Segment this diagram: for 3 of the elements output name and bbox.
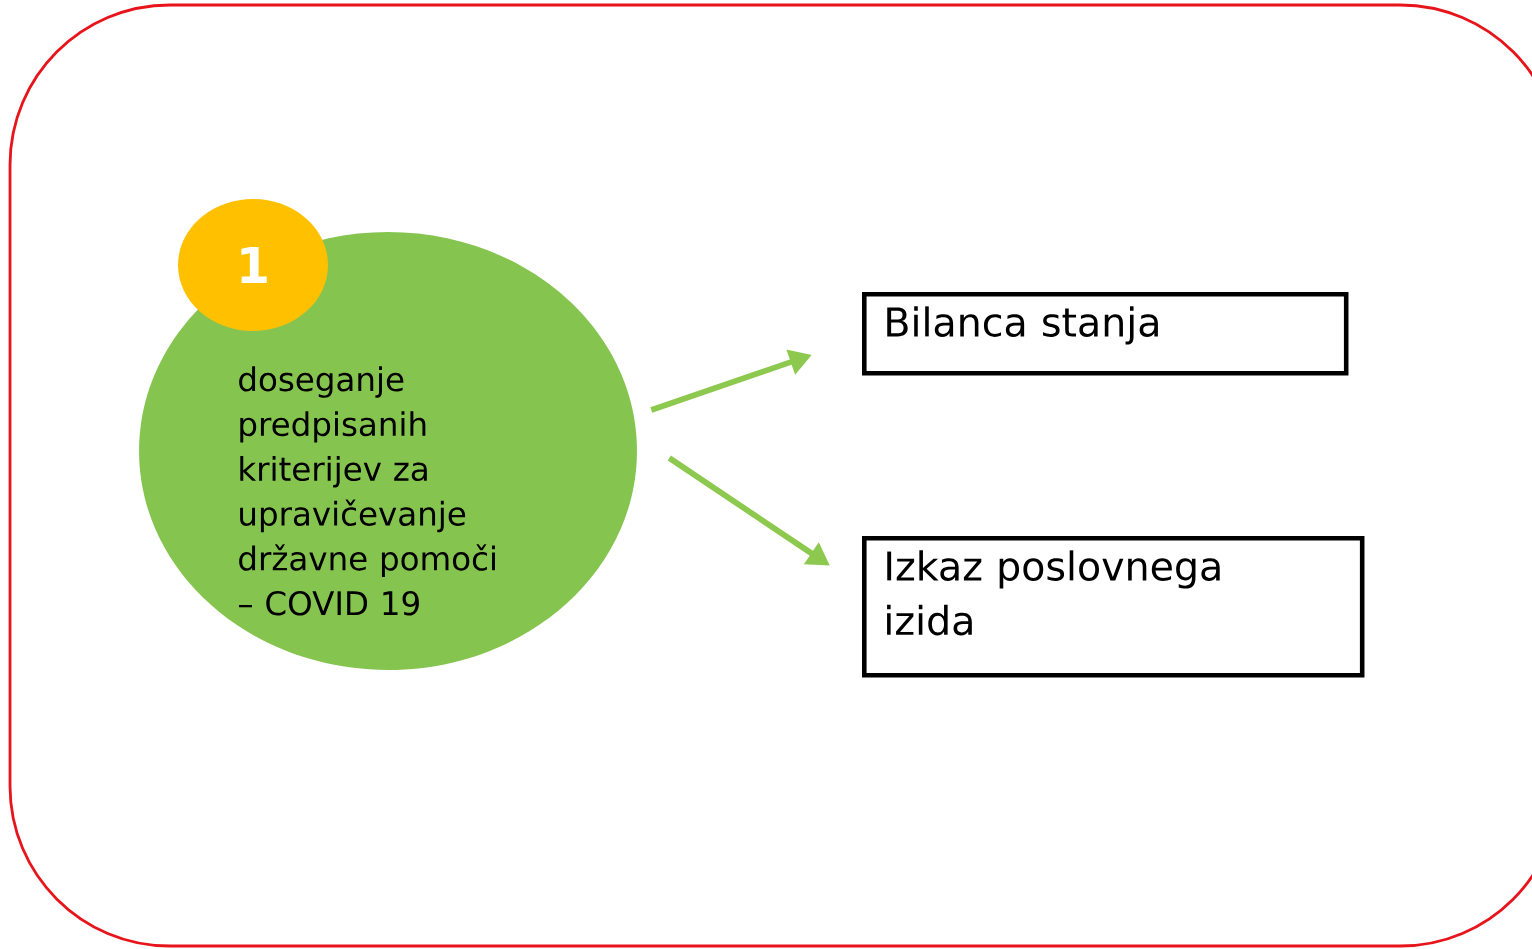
- number-badge: 1: [178, 199, 328, 331]
- text-box: Bilanca stanja: [862, 292, 1349, 376]
- text-box: Izkaz poslovnega izida: [862, 536, 1365, 678]
